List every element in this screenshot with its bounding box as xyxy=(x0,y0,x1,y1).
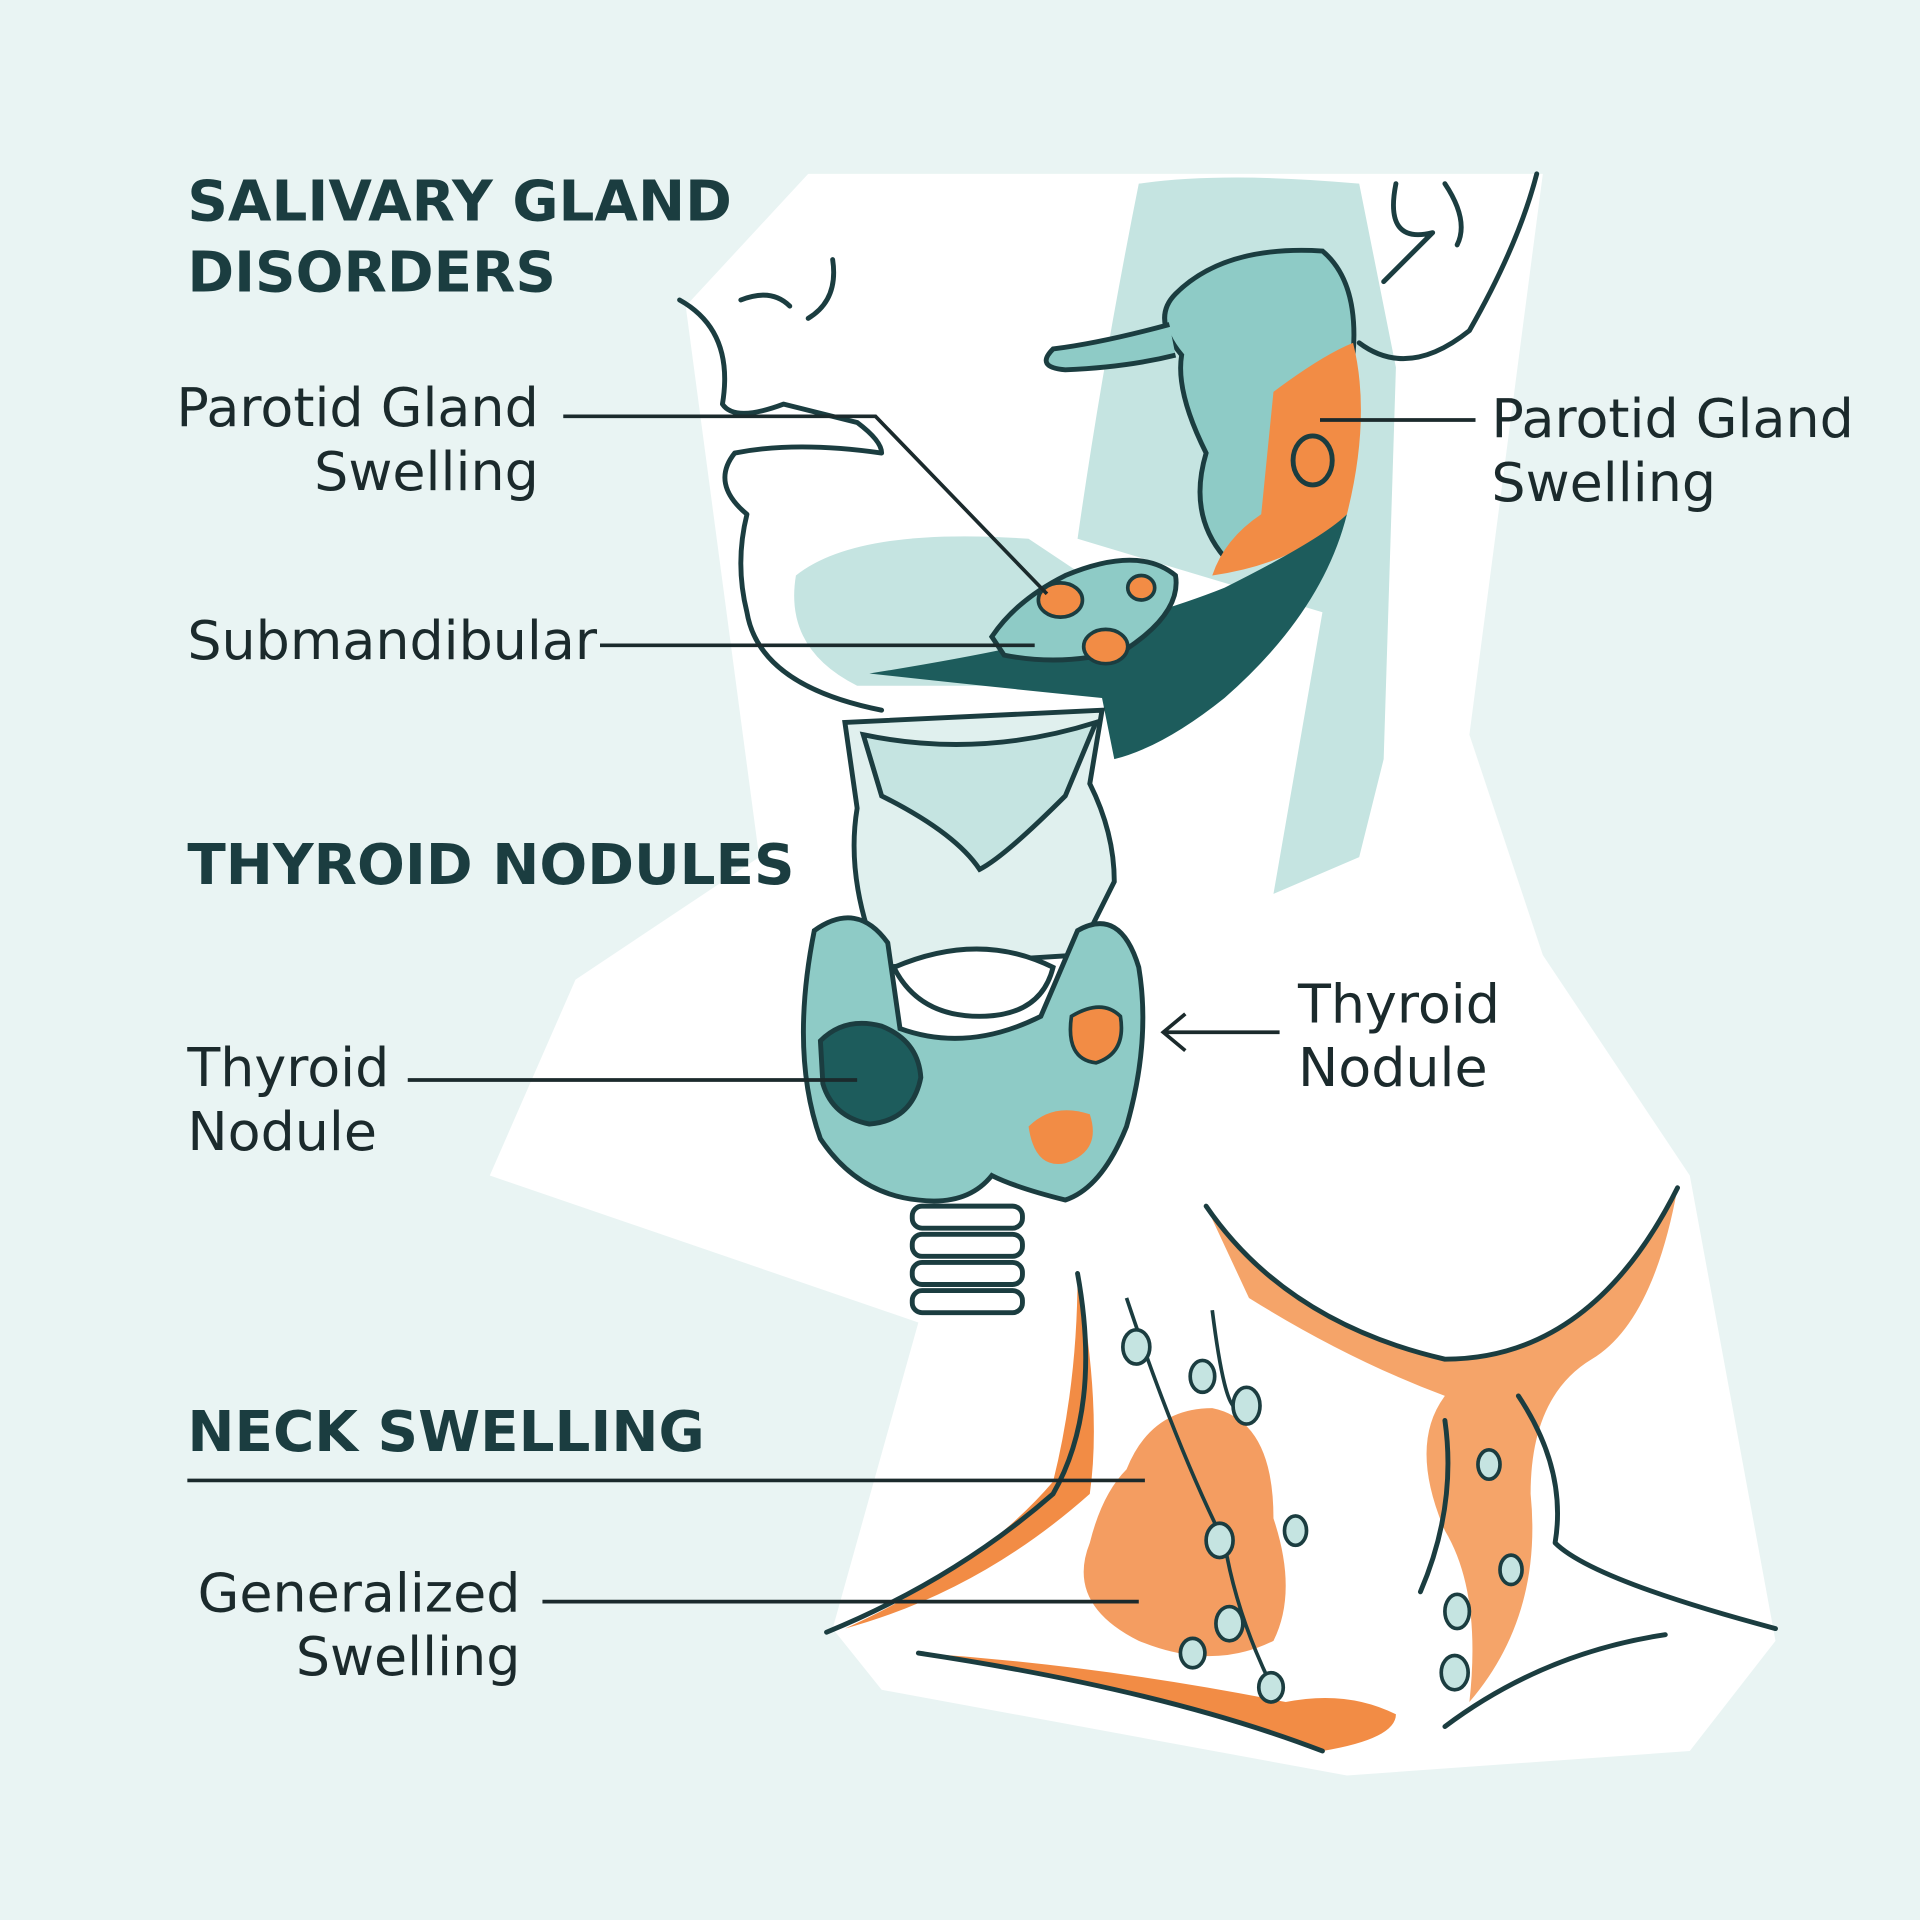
parotid-nodule xyxy=(1290,433,1335,488)
thyroid-nodule-right-lower xyxy=(1028,1110,1093,1165)
label-parotid-right-2: Swelling xyxy=(1491,451,1716,514)
heading-neck: NECK SWELLING xyxy=(187,1400,704,1465)
thyroid-nodule-right-upper xyxy=(1068,1005,1124,1065)
label-parotid-right-1: Parotid Gland xyxy=(1491,387,1853,450)
lymph-nodes xyxy=(1121,1297,1524,1704)
eye xyxy=(738,257,837,321)
parotid-left-leader xyxy=(563,414,1049,596)
larynx-cartilage xyxy=(859,718,1101,873)
neck-outlines xyxy=(824,1185,1778,1754)
label-thyroid-left-1: Thyroid xyxy=(186,1036,389,1099)
heading-salivary-line1: SALIVARY GLAND xyxy=(187,169,732,234)
heading-salivary-line2: DISORDERS xyxy=(187,240,556,305)
label-generalized-1: Generalized xyxy=(198,1561,521,1624)
trachea xyxy=(909,1203,1025,1316)
neck-left-orange xyxy=(844,1273,1094,1629)
parotid-duct xyxy=(1043,322,1177,373)
ear xyxy=(1356,171,1540,362)
clavicle-orange xyxy=(918,1653,1396,1752)
parotid-swelling xyxy=(1212,342,1361,576)
thyroid-isthmus xyxy=(890,946,1056,1019)
label-thyroid-left-2: Nodule xyxy=(187,1100,377,1163)
label-submandibular: Submandibular xyxy=(187,609,598,672)
heading-thyroid: THYROID NODULES xyxy=(187,833,794,898)
face-profile xyxy=(677,297,885,713)
label-parotid-left-2: Swelling xyxy=(314,440,539,503)
submandibular-nodule-2 xyxy=(1125,573,1157,602)
thyroid-nodule-left xyxy=(817,1020,924,1127)
submandibular-nodule-1 xyxy=(1036,581,1085,619)
label-parotid-left-1: Parotid Gland xyxy=(176,376,538,439)
thyroid-right-arrow-icon xyxy=(1160,1012,1280,1053)
label-thyroid-right-1: Thyroid xyxy=(1297,972,1500,1035)
label-thyroid-right-2: Nodule xyxy=(1298,1036,1488,1099)
submandibular-nodule-3 xyxy=(1081,627,1130,666)
label-generalized-2: Swelling xyxy=(296,1625,521,1688)
